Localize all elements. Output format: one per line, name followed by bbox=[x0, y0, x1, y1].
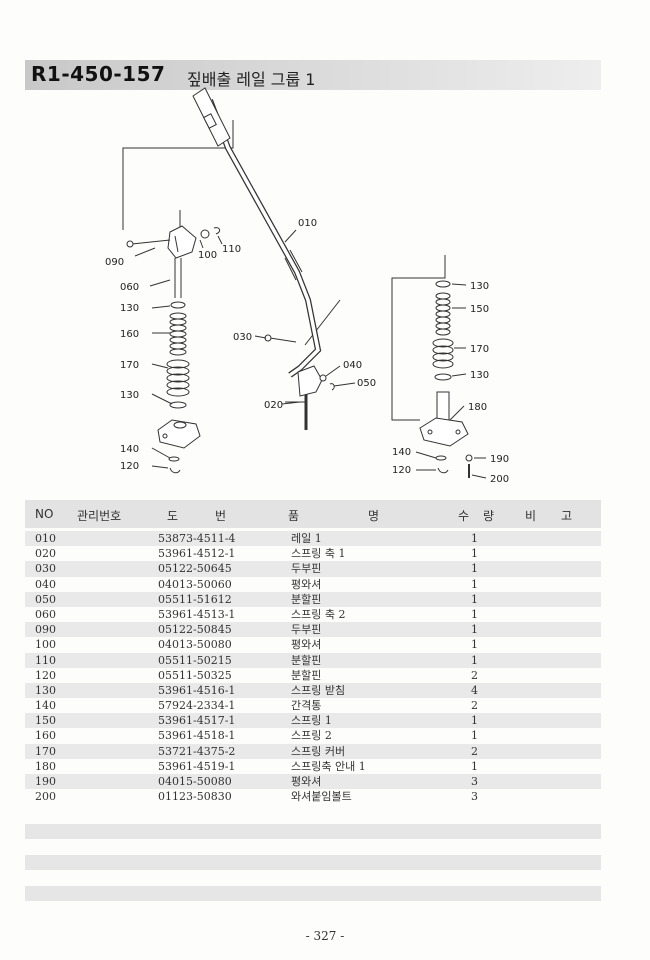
right-spring-150 bbox=[435, 292, 451, 336]
left-guide bbox=[157, 419, 201, 449]
empty-row-band bbox=[25, 824, 601, 839]
label-170-left: 170 bbox=[120, 360, 139, 371]
label-200: 200 bbox=[490, 474, 509, 485]
label-060: 060 bbox=[120, 282, 139, 293]
right-spring-cover-170 bbox=[432, 338, 454, 369]
header-name-b: 명 bbox=[368, 509, 380, 523]
label-170-right: 170 bbox=[470, 344, 489, 355]
header-name-a: 품 bbox=[288, 509, 300, 523]
label-190: 190 bbox=[490, 454, 509, 465]
label-090: 090 bbox=[105, 257, 124, 268]
label-010: 010 bbox=[298, 218, 317, 229]
header-part-no-a: 도 bbox=[167, 509, 179, 523]
header-part-no-b: 번 bbox=[215, 509, 227, 523]
header-note-b: 고 bbox=[561, 509, 573, 523]
label-180: 180 bbox=[468, 402, 487, 413]
title-bar: R1-450-157 짚배출 레일 그룹 1 bbox=[25, 60, 601, 90]
label-040: 040 bbox=[343, 360, 362, 371]
label-130-left-bottom: 130 bbox=[120, 390, 139, 401]
group-name: 짚배출 레일 그룹 1 bbox=[187, 70, 316, 89]
parts-diagram: 010 090 100 110 060 130 160 170 130 140 … bbox=[105, 87, 509, 485]
parts-table-header: NO 관리번호 도 번 품 명 수 량 비 고 bbox=[25, 500, 601, 528]
label-100: 100 bbox=[198, 250, 217, 261]
header-mgmt-no: 관리번호 bbox=[77, 509, 122, 523]
group-code: R1-450-157 bbox=[31, 62, 166, 86]
label-130-right-bottom: 130 bbox=[470, 370, 489, 381]
ref-line-right bbox=[391, 255, 446, 421]
label-020: 020 bbox=[264, 400, 283, 411]
label-140-left: 140 bbox=[120, 444, 139, 455]
label-120-right: 120 bbox=[392, 465, 411, 476]
label-130-left-top: 130 bbox=[120, 303, 139, 314]
header-no: NO bbox=[35, 507, 54, 521]
label-030: 030 bbox=[233, 332, 252, 343]
header-qty-a: 수 bbox=[458, 509, 470, 523]
label-140-right: 140 bbox=[392, 447, 411, 458]
header-note-a: 비 bbox=[525, 509, 537, 523]
label-110: 110 bbox=[222, 244, 241, 255]
mid-bracket bbox=[297, 365, 323, 397]
left-clevis bbox=[167, 225, 197, 259]
header-qty-b: 량 bbox=[483, 509, 495, 523]
label-050: 050 bbox=[357, 378, 376, 389]
empty-row-band bbox=[25, 886, 601, 901]
label-130-right-top: 130 bbox=[470, 281, 489, 292]
page-number: - 327 - bbox=[305, 929, 345, 943]
label-150: 150 bbox=[470, 304, 489, 315]
label-120-left: 120 bbox=[120, 461, 139, 472]
right-guide-180 bbox=[419, 417, 469, 447]
left-spring-cover-170 bbox=[166, 359, 190, 397]
label-160: 160 bbox=[120, 329, 139, 340]
empty-row-band bbox=[25, 855, 601, 870]
left-spring-160 bbox=[169, 312, 187, 356]
